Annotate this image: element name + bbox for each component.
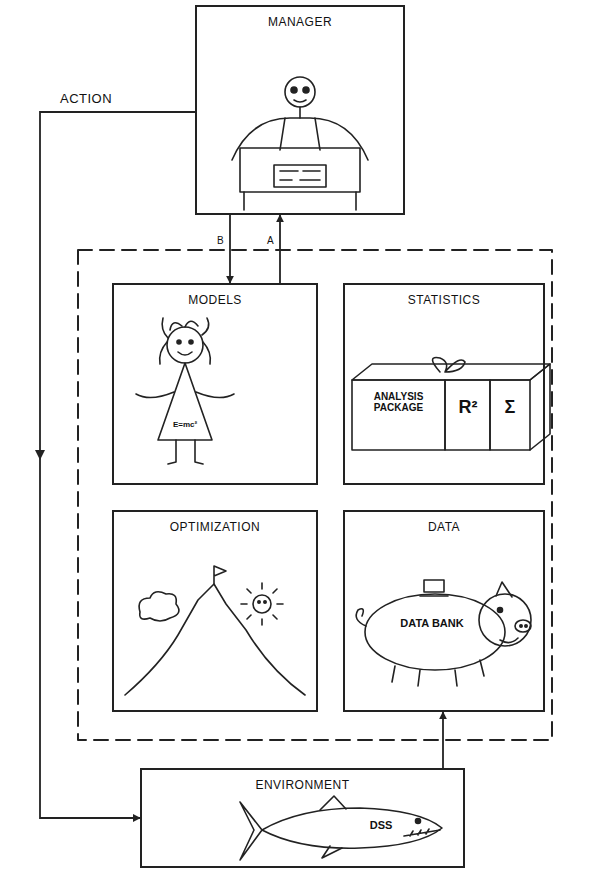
formula-text: E=mc² xyxy=(164,421,206,429)
package-text: ANALYSIS PACKAGE xyxy=(353,392,444,413)
analysis-package xyxy=(352,358,550,450)
connector-arrow xyxy=(442,712,444,768)
edge-label: B xyxy=(217,236,224,247)
connector-arrow xyxy=(279,215,281,283)
girl-figure xyxy=(136,318,234,464)
node-title: MODELS xyxy=(114,285,316,307)
shark-text: DSS xyxy=(364,820,398,832)
node-title: STATISTICS xyxy=(345,285,543,307)
mountain-figure xyxy=(125,566,305,695)
node-title: OPTIMIZATION xyxy=(114,512,316,534)
models-box: MODELS xyxy=(112,283,318,485)
connector-arrow xyxy=(229,215,231,283)
statistics-box: STATISTICS xyxy=(343,283,545,485)
edge-label: A xyxy=(267,236,274,247)
node-title: ENVIRONMENT xyxy=(142,770,463,792)
optimization-box: OPTIMIZATION xyxy=(112,510,318,712)
sigma-symbol: Σ xyxy=(492,398,528,417)
node-title: DATA xyxy=(345,512,543,534)
environment-box: ENVIRONMENT xyxy=(140,768,465,868)
data-box: DATA xyxy=(343,510,545,712)
mid-arrowhead xyxy=(35,450,45,460)
connector-arrow xyxy=(40,112,195,818)
r-squared-symbol: R² xyxy=(449,398,487,417)
edge-label: ACTION xyxy=(60,92,112,106)
node-title: MANAGER xyxy=(197,7,403,29)
databank-text: DATA BANK xyxy=(392,618,472,630)
dashed-enclosure xyxy=(78,250,552,740)
manager-figure xyxy=(232,77,368,210)
shark-figure xyxy=(240,796,442,860)
piggy-bank xyxy=(356,580,531,686)
manager-box: MANAGER xyxy=(195,5,405,215)
